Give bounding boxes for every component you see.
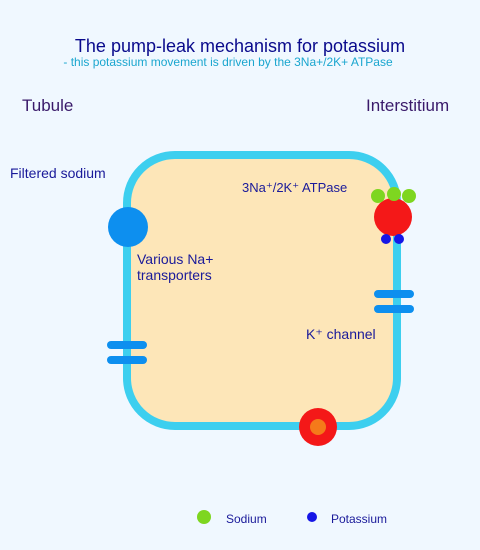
- na-transporter: [108, 207, 148, 247]
- pump-sodium-ion: [402, 189, 416, 203]
- bottom-pore-inner: [310, 419, 326, 435]
- diagram-title: The pump-leak mechanism for potassium: [74, 36, 406, 56]
- filtered-sodium-label: Filtered sodium: [10, 165, 106, 181]
- k-channel-label: K⁺ channel: [306, 326, 376, 342]
- pump-sodium-ion: [387, 187, 401, 201]
- k-channel-bottom-bar: [374, 305, 414, 313]
- legend-sodium-swatch: [197, 510, 211, 524]
- na-transporters-label: Various Na+ transporters: [137, 251, 214, 283]
- legend-potassium-label: Potassium: [331, 512, 388, 526]
- k-channel-top-bar: [374, 290, 414, 298]
- tubule-label: Tubule: [22, 96, 74, 115]
- diagram-subtitle: - this potassium movement is driven by t…: [63, 55, 393, 69]
- pump-sodium-ion: [371, 189, 385, 203]
- legend-potassium-swatch: [307, 512, 317, 522]
- apical-channel-bottom-bar: [107, 356, 147, 364]
- interstitium-label: Interstitium: [366, 96, 450, 115]
- pump-potassium-ion: [381, 234, 391, 244]
- pump-potassium-ion: [394, 234, 404, 244]
- na-k-atpase-pump: [374, 198, 412, 236]
- legend-sodium-label: Sodium: [226, 512, 267, 526]
- atpase-label: 3Na⁺/2K⁺ ATPase: [242, 180, 348, 195]
- apical-channel-top-bar: [107, 341, 147, 349]
